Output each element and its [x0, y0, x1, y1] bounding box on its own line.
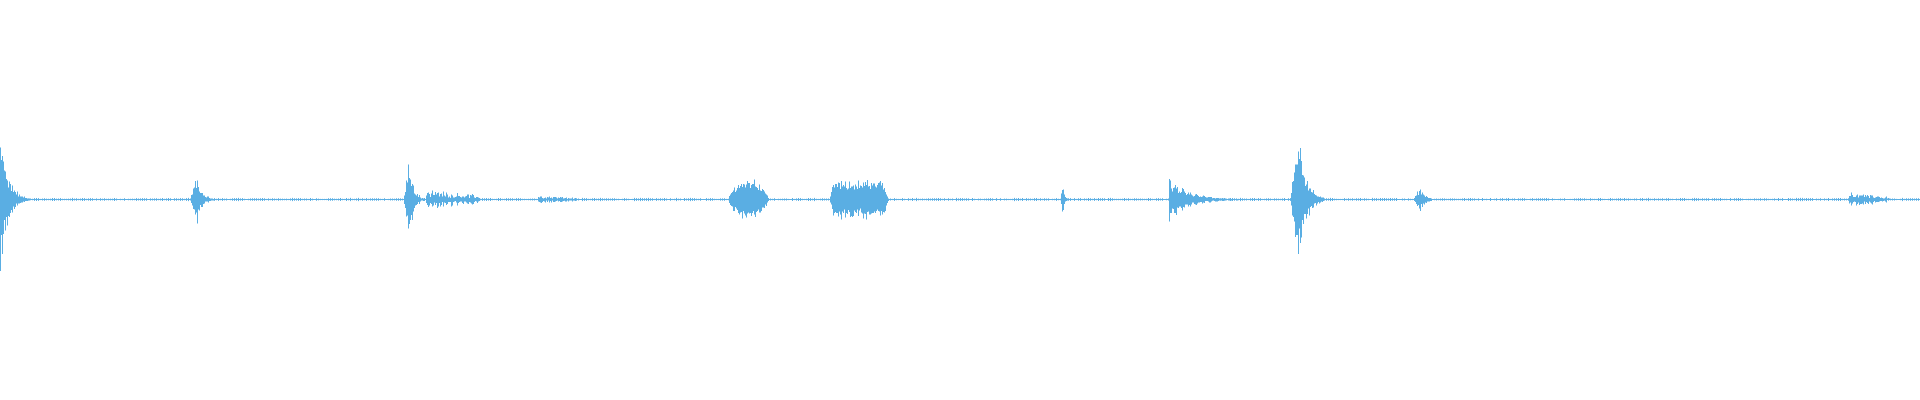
waveform-burst-1: [0, 147, 31, 271]
waveform-burst-7: [1169, 179, 1256, 222]
waveform-burst-6: [1061, 189, 1070, 212]
waveform-bursts: [0, 147, 1919, 271]
waveform-burst-3: [404, 164, 427, 229]
waveform-burst-5: [830, 180, 889, 220]
waveform-burst-9: [1414, 189, 1438, 212]
waveform-burst-2: [191, 180, 215, 224]
waveform-burst-3c: [538, 196, 577, 203]
waveform-burst-4: [729, 179, 769, 219]
waveform-burst-3b: [426, 190, 480, 208]
waveform-burst-8: [1291, 147, 1325, 254]
waveform-burst-10: [1849, 192, 1890, 206]
